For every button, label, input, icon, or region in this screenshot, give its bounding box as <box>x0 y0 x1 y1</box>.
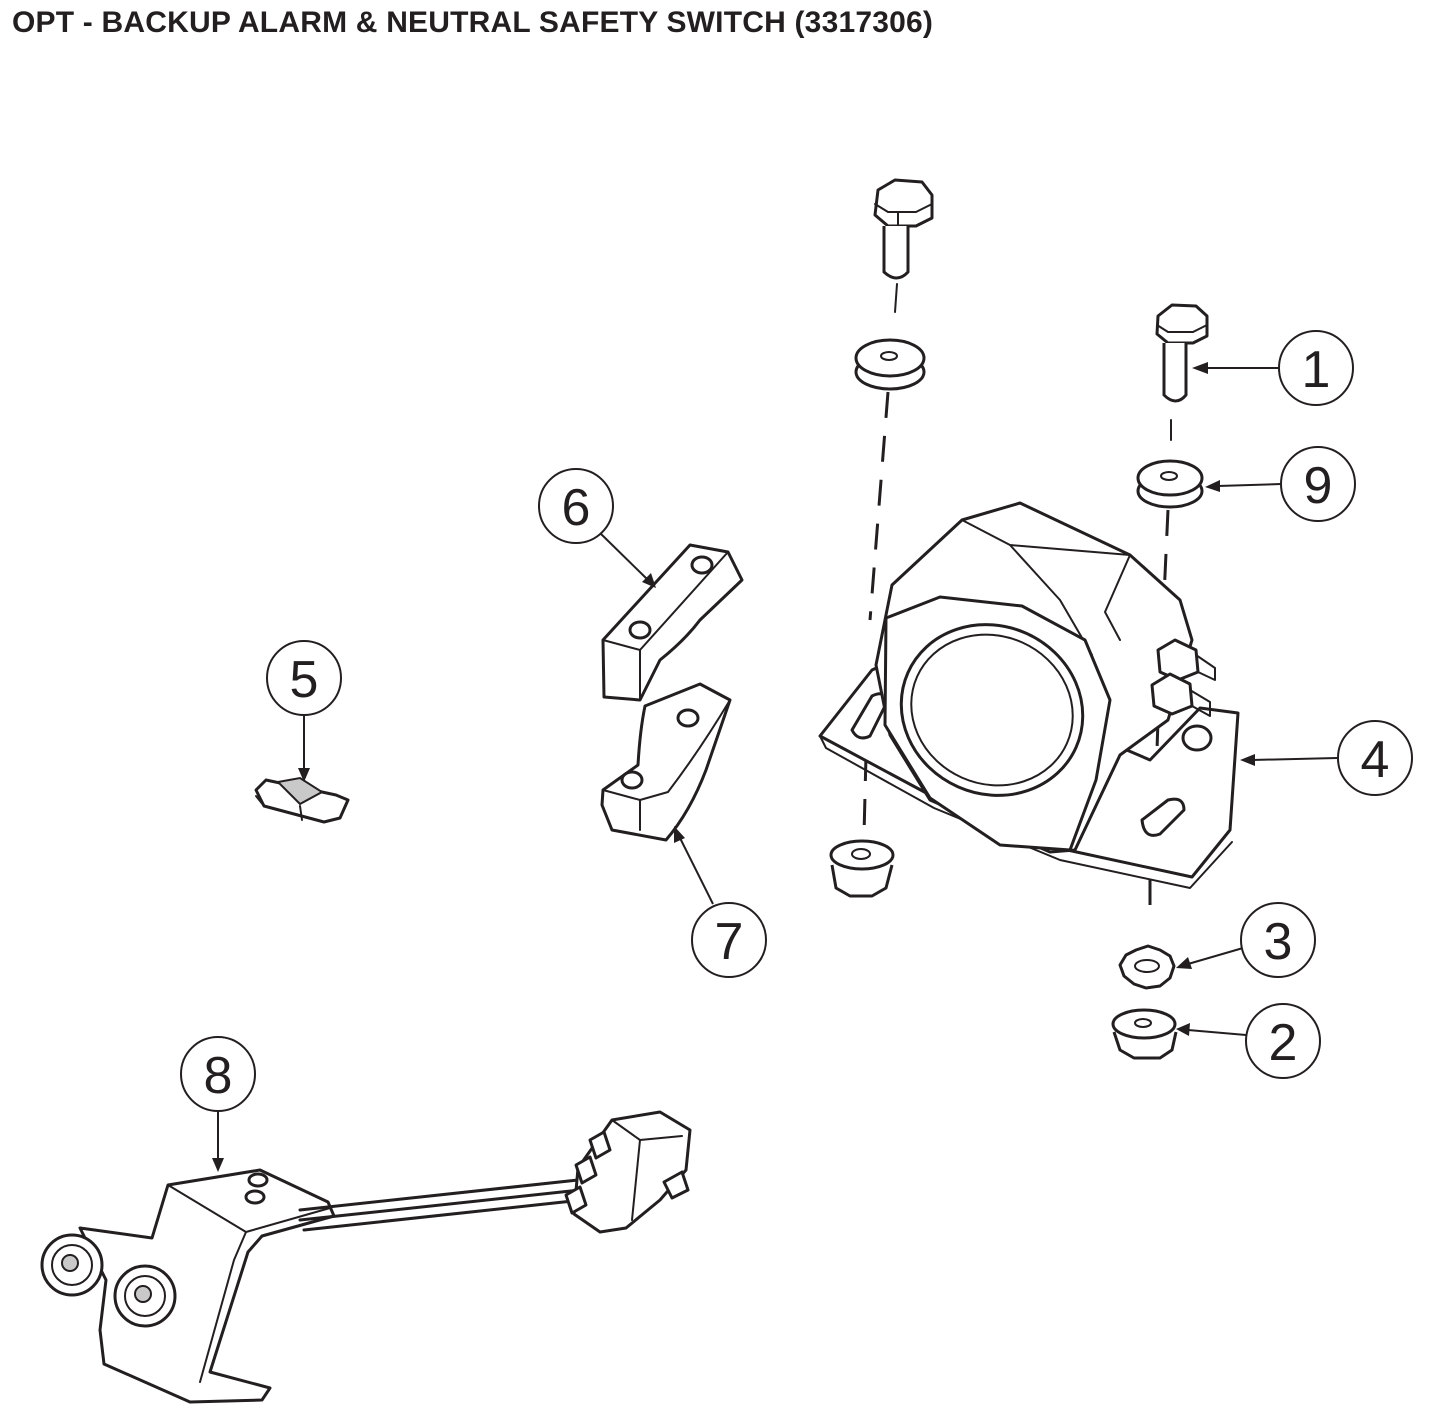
svg-text:2: 2 <box>1269 1014 1298 1072</box>
callout-2: 2 <box>1245 1003 1321 1079</box>
backup-alarm <box>818 501 1240 889</box>
flange-nut <box>1111 1008 1178 1060</box>
svg-text:4: 4 <box>1361 731 1390 789</box>
leader-8 <box>212 1110 224 1172</box>
svg-text:8: 8 <box>204 1047 233 1105</box>
switch-clip <box>254 776 350 824</box>
svg-text:7: 7 <box>715 913 744 971</box>
leader-7 <box>674 826 714 905</box>
callout-7: 7 <box>691 902 767 978</box>
leader-1 <box>1192 362 1279 374</box>
center-flat-washer <box>854 338 926 391</box>
leader-9 <box>1205 480 1282 492</box>
svg-text:6: 6 <box>562 479 591 537</box>
leader-4 <box>1240 754 1338 766</box>
callout-5: 5 <box>266 640 342 716</box>
callout-9: 9 <box>1280 446 1356 522</box>
callout-6: 6 <box>538 468 614 544</box>
svg-text:9: 9 <box>1304 457 1333 515</box>
leader-3 <box>1176 947 1244 969</box>
neutral-safety-switch-assembly <box>40 1110 692 1404</box>
center-flange-nut <box>829 839 895 898</box>
lower-clamp-half <box>600 682 732 842</box>
callout-8: 8 <box>180 1036 256 1112</box>
upper-clamp-half <box>601 543 744 702</box>
callout-1: 1 <box>1278 330 1354 406</box>
leader-5 <box>298 715 310 782</box>
svg-text:3: 3 <box>1264 913 1293 971</box>
svg-text:1: 1 <box>1302 341 1331 399</box>
star-lock-washer <box>1118 944 1176 990</box>
leader-2 <box>1176 1023 1247 1036</box>
callout-3: 3 <box>1240 902 1316 978</box>
right-hex-bolt <box>1155 303 1209 403</box>
callout-4: 4 <box>1337 720 1413 796</box>
center-hex-bolt <box>873 178 934 280</box>
svg-text:5: 5 <box>290 651 319 709</box>
page-title: OPT - BACKUP ALARM & NEUTRAL SAFETY SWIT… <box>12 6 934 39</box>
right-flat-washer <box>1136 459 1204 509</box>
leader-6 <box>599 532 656 588</box>
